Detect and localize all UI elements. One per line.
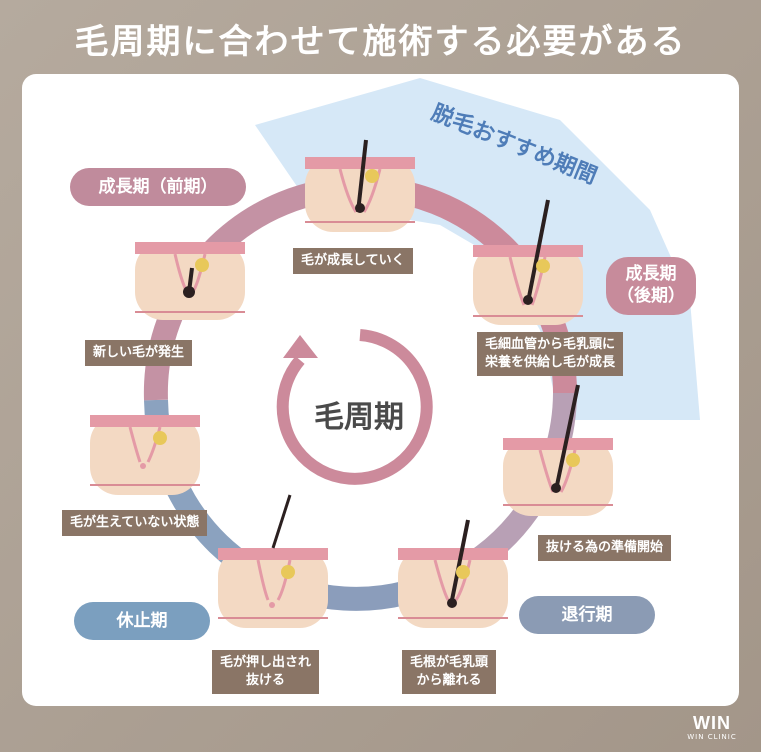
caption-growing: 毛が成長していく [293, 248, 413, 274]
cycle-arrow-icon [276, 329, 433, 485]
phase-resting: 休止期 [74, 602, 210, 640]
stage-new-hair-illustration [135, 242, 245, 320]
page-title: 毛周期に合わせて施術する必要がある [74, 22, 687, 62]
logo-sub: WIN CLINIC [687, 733, 737, 741]
caption-new-hair: 新しい毛が発生 [85, 340, 193, 366]
caption-growing-late-line2: 栄養を供給し毛が成長 [485, 355, 616, 370]
cycle-center-label: 毛周期 [314, 400, 404, 435]
phase-regression: 退行期 [519, 596, 655, 634]
stage-detach-illustration [398, 519, 508, 628]
stage-no-hair-illustration [90, 415, 200, 495]
caption-detach-line1: 毛根が毛乳頭 [410, 655, 489, 670]
logo-main: WIN [693, 713, 731, 733]
caption-pushed-line1: 毛が押し出され [220, 655, 312, 670]
caption-no-hair: 毛が生えていない状態 [62, 510, 208, 536]
caption-pushed: 毛が押し出され 抜ける [212, 650, 320, 694]
phase-growth-late-line2: （後期） [617, 286, 685, 306]
win-logo: WIN WIN CLINIC [672, 713, 752, 742]
stage-growing-illustration [305, 139, 415, 232]
caption-pushed-line2: 抜ける [246, 673, 286, 688]
stage-growing-late-illustration [473, 199, 583, 325]
phase-growth-early: 成長期（前期） [70, 168, 246, 206]
caption-growing-late: 毛細血管から毛乳頭に 栄養を供給し毛が成長 [477, 332, 624, 376]
stage-prepare-illustration [503, 384, 613, 516]
phase-growth-late: 成長期 （後期） [606, 257, 696, 315]
caption-prepare: 抜ける為の準備開始 [538, 535, 672, 561]
stage-pushed-illustration [218, 494, 328, 628]
caption-detach: 毛根が毛乳頭 から離れる [402, 650, 497, 694]
caption-detach-line2: から離れる [416, 673, 482, 688]
phase-growth-late-line1: 成長期 [625, 264, 677, 284]
caption-growing-late-line1: 毛細血管から毛乳頭に [485, 337, 616, 352]
